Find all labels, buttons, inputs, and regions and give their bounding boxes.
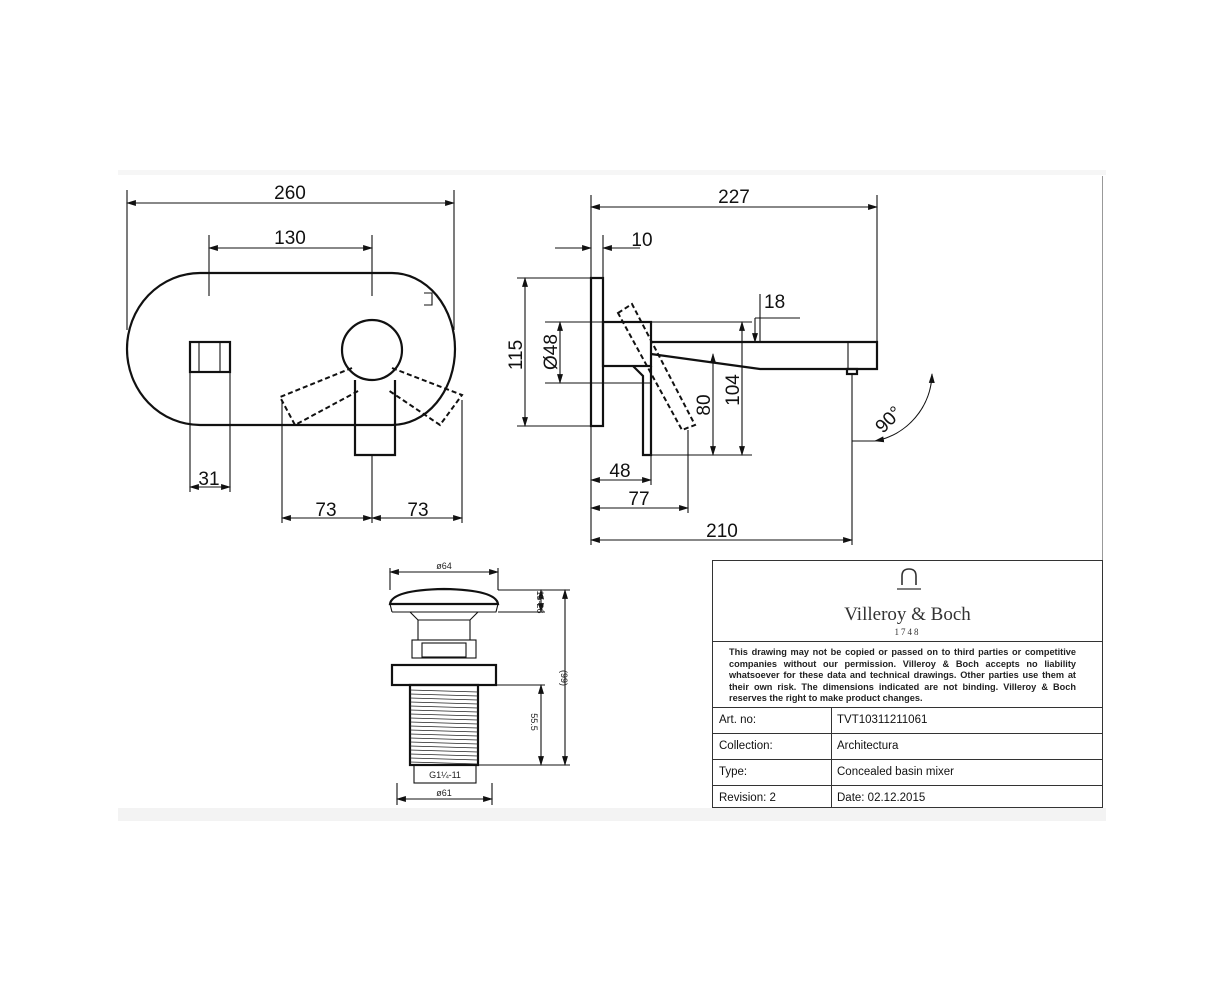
dim-73-right: 73 [407, 500, 428, 521]
side-lever-rotated [616, 302, 697, 432]
thread-line [409, 725, 479, 729]
brand-year: 1748 [894, 627, 921, 637]
row-value: Concealed basin mixer [837, 766, 954, 778]
info-row-collection: Collection: Architectura [713, 734, 1102, 760]
side-view: 227 10 115 Ø48 18 104 [506, 187, 935, 545]
lever-rotated-left [278, 367, 361, 427]
page-bottom-band [118, 808, 1106, 821]
row-label: Revision: 2 [713, 786, 832, 811]
dim-77: 77 [628, 489, 649, 510]
sheet-right-border [1102, 176, 1103, 560]
disclaimer-text: This drawing may not be copied or passed… [713, 642, 1102, 708]
thread-line [409, 717, 479, 721]
spout [650, 340, 879, 371]
dim-18: 18 [764, 292, 785, 313]
drain-thread [408, 683, 480, 767]
dim-130: 130 [274, 228, 306, 249]
side-body [601, 320, 653, 368]
dim-104: 104 [723, 374, 744, 406]
row-label: Collection: [713, 734, 832, 759]
dim-dia-48: Ø48 [541, 334, 562, 370]
row-label: Type: [713, 760, 832, 785]
wall-plate-outline [125, 271, 457, 427]
thread-line [409, 741, 479, 745]
thread-line [409, 745, 479, 749]
aerator [845, 367, 859, 376]
waste-drain-view: ø64 G1¼-11 ø61 15-26 55.5 (99) [388, 561, 570, 805]
info-row-art-no: Art. no: TVT10311211061 [713, 708, 1102, 734]
thread-line [409, 709, 479, 713]
thread-line [409, 737, 479, 741]
thread-line [409, 701, 479, 705]
thread-line [409, 721, 479, 725]
thread-line [409, 733, 479, 737]
thread-line [409, 697, 479, 701]
thread-line [409, 689, 479, 693]
faucet-logo-icon [897, 568, 921, 590]
dim-angle-90: 90° [872, 403, 907, 438]
dim-55-5: 55.5 [529, 713, 539, 731]
dim-48: 48 [609, 461, 630, 482]
dim-10: 10 [631, 230, 652, 251]
mixer-knob [340, 318, 404, 382]
title-block: Villeroy & Boch 1748 This drawing may no… [712, 560, 1103, 811]
row-value: TVT10311211061 [837, 714, 928, 726]
front-view: 260 130 31 73 73 [125, 183, 464, 523]
row-value: Date: 02.12.2015 [837, 792, 926, 804]
thread-line [409, 753, 479, 757]
thread-line [409, 729, 479, 733]
side-lever [632, 365, 653, 457]
dim-80: 80 [694, 394, 715, 415]
dim-dia-64: ø64 [436, 561, 452, 571]
page-top-band [118, 170, 1106, 175]
thread-line [409, 761, 479, 765]
dim-210: 210 [706, 521, 738, 542]
drain-flange [390, 663, 498, 687]
info-row-type: Type: Concealed basin mixer [713, 760, 1102, 786]
row-label: Art. no: [713, 708, 832, 733]
info-row-revision: Revision: 2 Date: 02.12.2015 [713, 786, 1102, 811]
row-value: Architectura [837, 740, 899, 752]
dim-15-26: 15-26 [535, 590, 545, 613]
thread-line [409, 713, 479, 717]
dim-31: 31 [198, 469, 219, 490]
mixer-lever [353, 380, 397, 457]
brand-logo: Villeroy & Boch 1748 [713, 561, 1102, 642]
thread-line [409, 749, 479, 753]
outlet-block [188, 340, 232, 374]
angle-arc [874, 373, 935, 443]
side-wall-plate [589, 276, 605, 428]
thread-size: G1¼-11 [429, 770, 461, 780]
dim-99: (99) [559, 670, 569, 686]
dim-227: 227 [718, 187, 750, 208]
thread-lines [409, 689, 479, 765]
drain-cap [388, 587, 500, 606]
dim-dia-61: ø61 [436, 788, 452, 798]
dim-73-left: 73 [315, 500, 336, 521]
brand-name: Villeroy & Boch [844, 604, 971, 625]
thread-line [409, 693, 479, 697]
dim-260: 260 [274, 183, 306, 204]
thread-line [409, 705, 479, 709]
thread-line [409, 757, 479, 761]
dim-115: 115 [506, 340, 527, 370]
